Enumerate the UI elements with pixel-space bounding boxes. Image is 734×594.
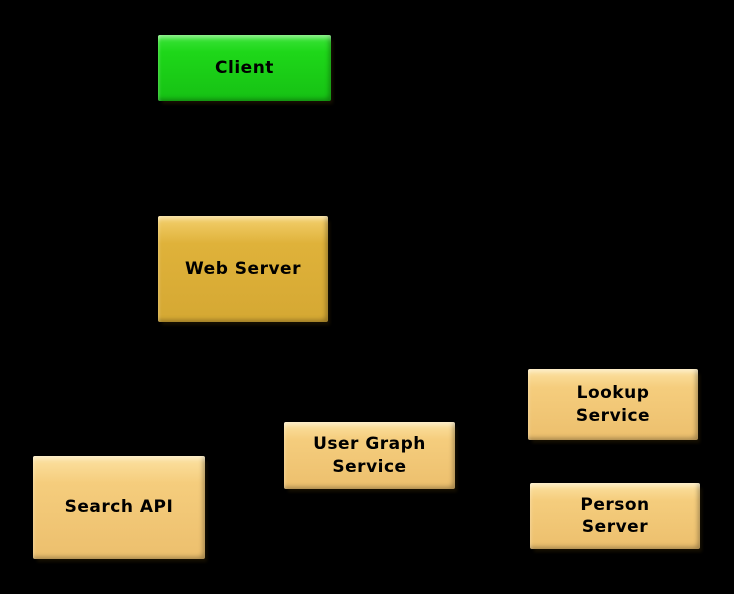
node-label-web-server: Web Server bbox=[185, 258, 301, 279]
node-label-lookup-service: Lookup Service bbox=[575, 383, 651, 426]
node-search-api: Search API bbox=[33, 456, 205, 559]
node-label-user-graph-service: User Graph Service bbox=[313, 434, 426, 477]
node-lookup-service: Lookup Service bbox=[528, 369, 698, 440]
node-label-person-server: Person Server bbox=[580, 494, 650, 537]
node-user-graph-service: User Graph Service bbox=[284, 422, 455, 489]
node-label-search-api: Search API bbox=[64, 497, 174, 518]
node-client: Client bbox=[158, 35, 331, 101]
node-label-client: Client bbox=[215, 57, 274, 78]
node-person-server: Person Server bbox=[530, 483, 700, 549]
node-web-server: Web Server bbox=[158, 216, 328, 322]
